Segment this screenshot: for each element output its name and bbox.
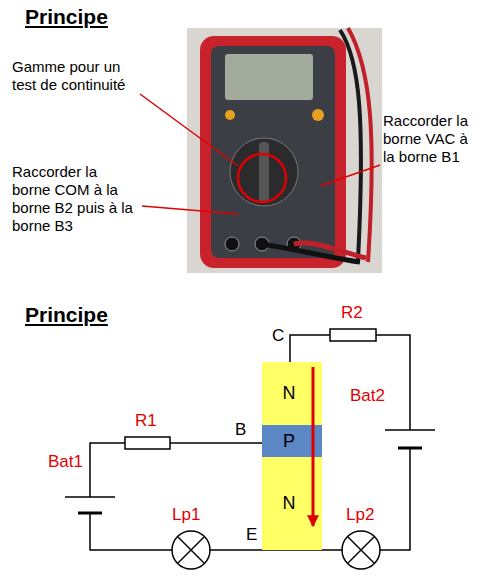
resistor-symbol	[125, 437, 170, 449]
plug-cable	[294, 243, 366, 258]
selector-dial	[230, 138, 298, 206]
component-label: Lp1	[172, 505, 200, 525]
heading: Principe	[25, 4, 108, 29]
wire	[170, 442, 262, 444]
component-label: C	[272, 326, 284, 346]
component-label: R1	[135, 411, 157, 431]
wire	[90, 443, 125, 497]
callout-text: Raccorder la borne COM à la borne B2 pui…	[12, 163, 137, 235]
battery-plate	[385, 429, 435, 431]
meter-holster	[200, 36, 346, 268]
wire	[290, 335, 330, 362]
jack-10a	[225, 237, 239, 251]
component-label: Bat2	[350, 386, 385, 406]
dial-knob	[259, 142, 269, 202]
lamp-cross	[348, 537, 374, 563]
component-label: Lp2	[346, 505, 374, 525]
meter-body	[211, 46, 335, 258]
layer-letter: N	[283, 383, 296, 404]
probe-lead	[348, 28, 372, 262]
lamp-symbol	[342, 531, 380, 569]
battery-plate	[398, 447, 422, 450]
semiconductor-layer: N	[262, 362, 322, 425]
battery-plate	[78, 512, 102, 515]
layer-letter: P	[283, 431, 295, 452]
wire	[90, 513, 172, 550]
button	[225, 110, 235, 120]
battery-plate	[65, 496, 115, 498]
layer-letter: N	[283, 493, 296, 514]
lamp-cross	[178, 537, 204, 563]
lamp-cross	[348, 537, 374, 563]
component-label: B	[235, 420, 246, 440]
component-label: Bat1	[48, 452, 83, 472]
highlight-circle	[238, 154, 286, 202]
component-label: R2	[341, 303, 363, 323]
button	[312, 109, 324, 121]
heading: Principe	[25, 302, 108, 327]
wire	[210, 549, 262, 551]
lcd-screen	[225, 54, 313, 100]
semiconductor-layer: N	[262, 457, 322, 550]
resistor-symbol	[330, 329, 376, 341]
semiconductor-layer: P	[262, 425, 322, 457]
wire	[380, 448, 410, 550]
lamp-cross	[178, 537, 204, 563]
wire	[376, 335, 410, 430]
lamp-symbol	[172, 531, 210, 569]
callout-text: Gamme pour un test de continuité	[12, 58, 142, 94]
leader-line	[320, 165, 380, 186]
callout-text: Raccorder la borne VAC à la borne B1	[383, 112, 475, 166]
leader-line	[142, 206, 238, 214]
leader-line	[140, 94, 238, 166]
component-label: E	[246, 525, 257, 545]
